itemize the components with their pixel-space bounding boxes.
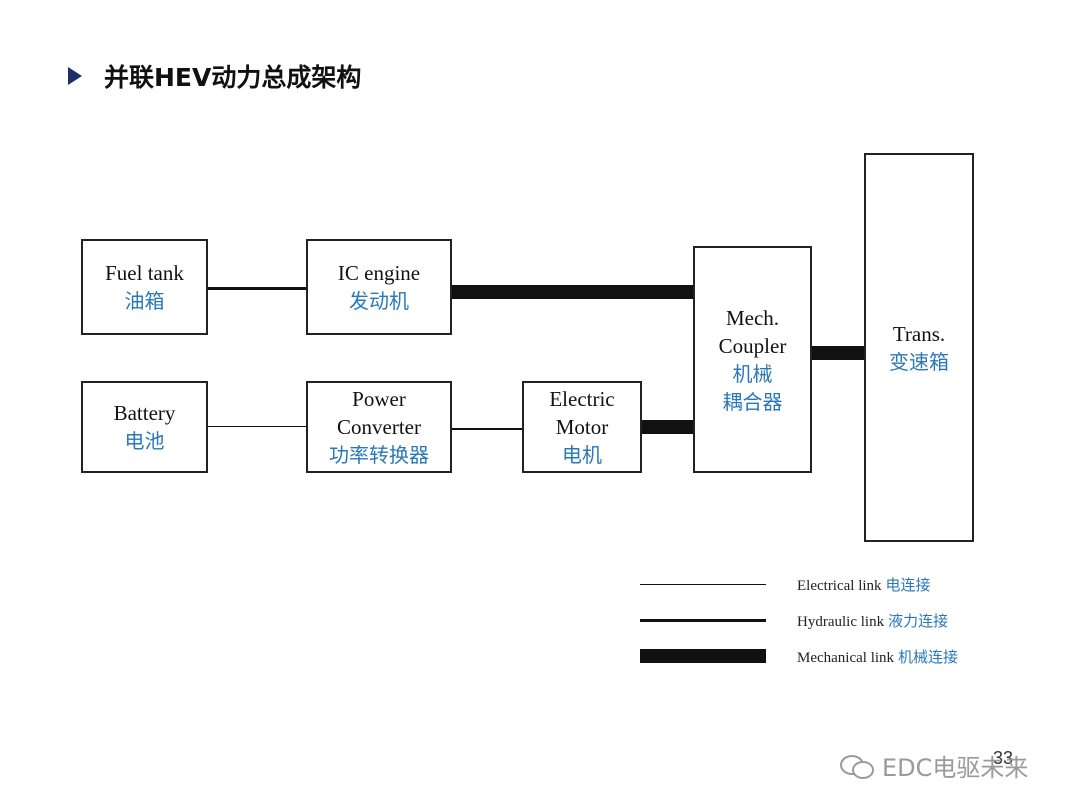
watermark: EDC电驱未来 bbox=[840, 748, 1028, 783]
legend-line-medium bbox=[640, 619, 766, 622]
transmission-block: Trans. 变速箱 bbox=[864, 153, 974, 542]
title-text: 并联HEV动力总成架构 bbox=[104, 63, 362, 92]
link-converter-motor bbox=[450, 428, 524, 430]
legend-line-thin bbox=[640, 584, 766, 585]
electric-motor-en1: Electric bbox=[549, 387, 615, 411]
fuel-tank-en: Fuel tank bbox=[105, 261, 184, 285]
legend-line-thick bbox=[640, 649, 766, 663]
power-converter-cn: 功率转换器 bbox=[329, 443, 429, 467]
battery-en: Battery bbox=[113, 401, 176, 425]
power-converter-en1: Power bbox=[352, 387, 406, 411]
mech-coupler-cn2: 耦合器 bbox=[722, 389, 783, 414]
legend-hydraulic-cn: 液力连接 bbox=[888, 612, 949, 630]
ic-engine-block: IC engine 发动机 bbox=[306, 239, 452, 335]
fuel-tank-block: Fuel tank 油箱 bbox=[81, 239, 208, 335]
ic-engine-en: IC engine bbox=[337, 261, 421, 285]
link-icengine-coupler bbox=[450, 285, 695, 299]
ic-engine-cn: 发动机 bbox=[349, 289, 409, 313]
watermark-text: EDC电驱未来 bbox=[882, 754, 1029, 782]
legend-mechanical-cn: 机械连接 bbox=[898, 648, 959, 666]
battery-cn: 电池 bbox=[124, 429, 165, 453]
mech-coupler-en1: Mech. bbox=[725, 305, 780, 330]
link-battery-converter bbox=[207, 426, 308, 427]
link-motor-coupler bbox=[640, 420, 695, 434]
legend-electrical-cn: 电连接 bbox=[885, 576, 931, 594]
page-number: 33 bbox=[993, 748, 1014, 768]
legend-hydraulic-en: Hydraulic link bbox=[797, 614, 885, 630]
fuel-tank-cn: 油箱 bbox=[124, 289, 165, 313]
transmission-cn: 变速箱 bbox=[889, 349, 949, 374]
bullet-arrow-icon bbox=[68, 67, 82, 85]
legend-mechanical-en: Mechanical link bbox=[797, 650, 895, 666]
legend-electrical-en: Electrical link bbox=[797, 578, 882, 594]
electric-motor-block: Electric Motor 电机 bbox=[522, 381, 642, 473]
mech-coupler-block: Mech. Coupler 机械 耦合器 bbox=[693, 246, 812, 473]
mech-coupler-cn1: 机械 bbox=[732, 361, 773, 386]
battery-block: Battery 电池 bbox=[81, 381, 208, 473]
link-fueltank-icengine bbox=[207, 287, 308, 290]
mech-coupler-en2: Coupler bbox=[718, 333, 787, 358]
electric-motor-en2: Motor bbox=[555, 415, 609, 439]
electric-motor-cn: 电机 bbox=[562, 443, 602, 467]
power-converter-block: Power Converter 功率转换器 bbox=[306, 381, 452, 473]
transmission-en: Trans. bbox=[892, 321, 946, 346]
wechat-icon bbox=[840, 753, 874, 779]
power-converter-en2: Converter bbox=[337, 415, 421, 439]
slide-title: 并联HEV动力总成架构 bbox=[68, 58, 361, 94]
link-coupler-trans bbox=[810, 346, 866, 360]
